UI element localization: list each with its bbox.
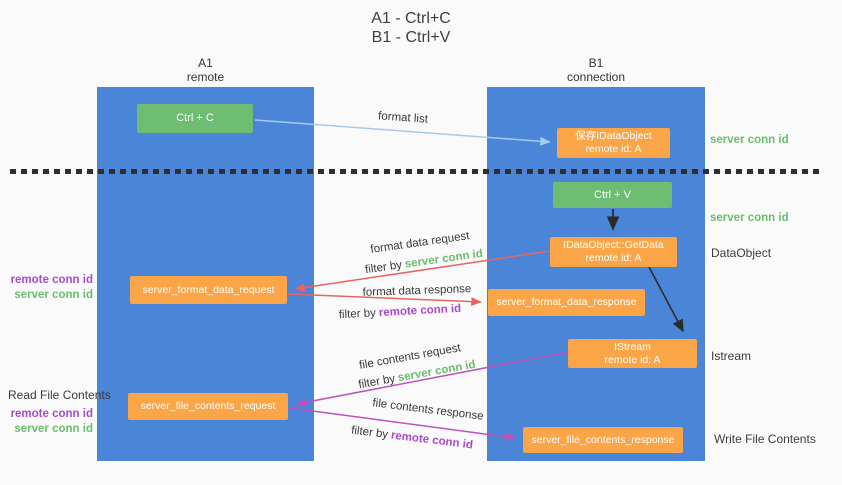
node-server-file-contents-response: server_file_contents_response [523,427,683,453]
diagram-title: A1 - Ctrl+C B1 - Ctrl+V [0,9,822,47]
label-file-contents-response: file contents response [371,397,485,423]
node-server-format-data-response: server_format_data_response [488,289,645,316]
server-conn-id-label: server conn id [14,289,93,301]
remote-conn-id-label: remote conn id [10,408,93,420]
node-server-file-contents-request: server_file_contents_request [128,393,288,420]
lane-a1-id: A1 [198,56,213,70]
side-label-left-conn-ids-bottom: remote conn id server conn id [0,407,93,437]
node-idataobject-getdata: IDataObject::GetData remote id: A [550,237,677,267]
node-ctrl-c-label: Ctrl + C [176,112,214,124]
node-ctrl-c: Ctrl + C [137,104,253,133]
lane-b1-role: connection [566,70,626,84]
side-label-istream: Istream [711,349,752,363]
label-format-data-response: format data response [362,283,472,299]
label-format-list: format list [377,110,429,126]
node-save-idataobject-line2: remote id: A [585,143,642,155]
side-label-write-file-contents: Write File Contents [714,432,816,446]
node-format-response-label: server_format_data_response [496,296,637,308]
side-label-server-conn-id-1: server conn id [710,133,789,148]
filter-by-text: filter by [338,307,377,322]
node-getdata-line1: IDataObject::GetData [563,239,664,251]
side-label-server-conn-id-2: server conn id [710,211,789,226]
remote-conn-id-label: remote conn id [10,274,93,286]
node-ctrl-v: Ctrl + V [553,182,672,208]
node-istream-line2: remote id: A [604,353,661,366]
lane-header-b1: B1 connection [487,56,705,84]
side-label-read-file-contents: Read File Contents [8,388,111,402]
remote-conn-id-keyword: remote conn id [390,429,474,452]
node-ctrl-v-label: Ctrl + V [594,188,631,201]
node-server-format-data-request: server_format_data_request [130,276,287,304]
node-istream: IStream remote id: A [568,339,697,368]
dotted-divider [10,169,823,174]
lane-a1-role: remote [186,70,225,84]
side-label-dataobject: DataObject [711,246,772,260]
lane-b1-id: B1 [588,56,604,70]
node-save-idataobject-line1: 保存IDataObject [575,130,652,142]
server-conn-id-label: server conn id [710,134,789,146]
server-conn-id-label: server conn id [14,423,93,435]
lane-header-a1: A1 remote [97,56,314,84]
filter-by-text: filter by [350,424,389,442]
remote-conn-id-keyword: remote conn id [378,302,462,320]
title-line-2: B1 - Ctrl+V [371,29,451,46]
node-save-idataobject: 保存IDataObject remote id: A [557,128,670,158]
side-label-left-conn-ids-top: remote conn id server conn id [0,273,93,303]
node-getdata-line2: remote id: A [585,252,642,264]
node-format-request-label: server_format_data_request [142,283,275,296]
node-file-response-label: server_file_contents_response [531,433,675,446]
title-line-1: A1 - Ctrl+C [371,10,451,27]
server-conn-id-label: server conn id [710,212,789,224]
filter-by-text: filter by [357,372,397,392]
filter-by-text: filter by [364,259,403,277]
node-file-request-label: server_file_contents_request [140,400,276,412]
node-istream-line1: IStream [614,340,651,353]
server-conn-id-keyword: server conn id [404,247,484,271]
